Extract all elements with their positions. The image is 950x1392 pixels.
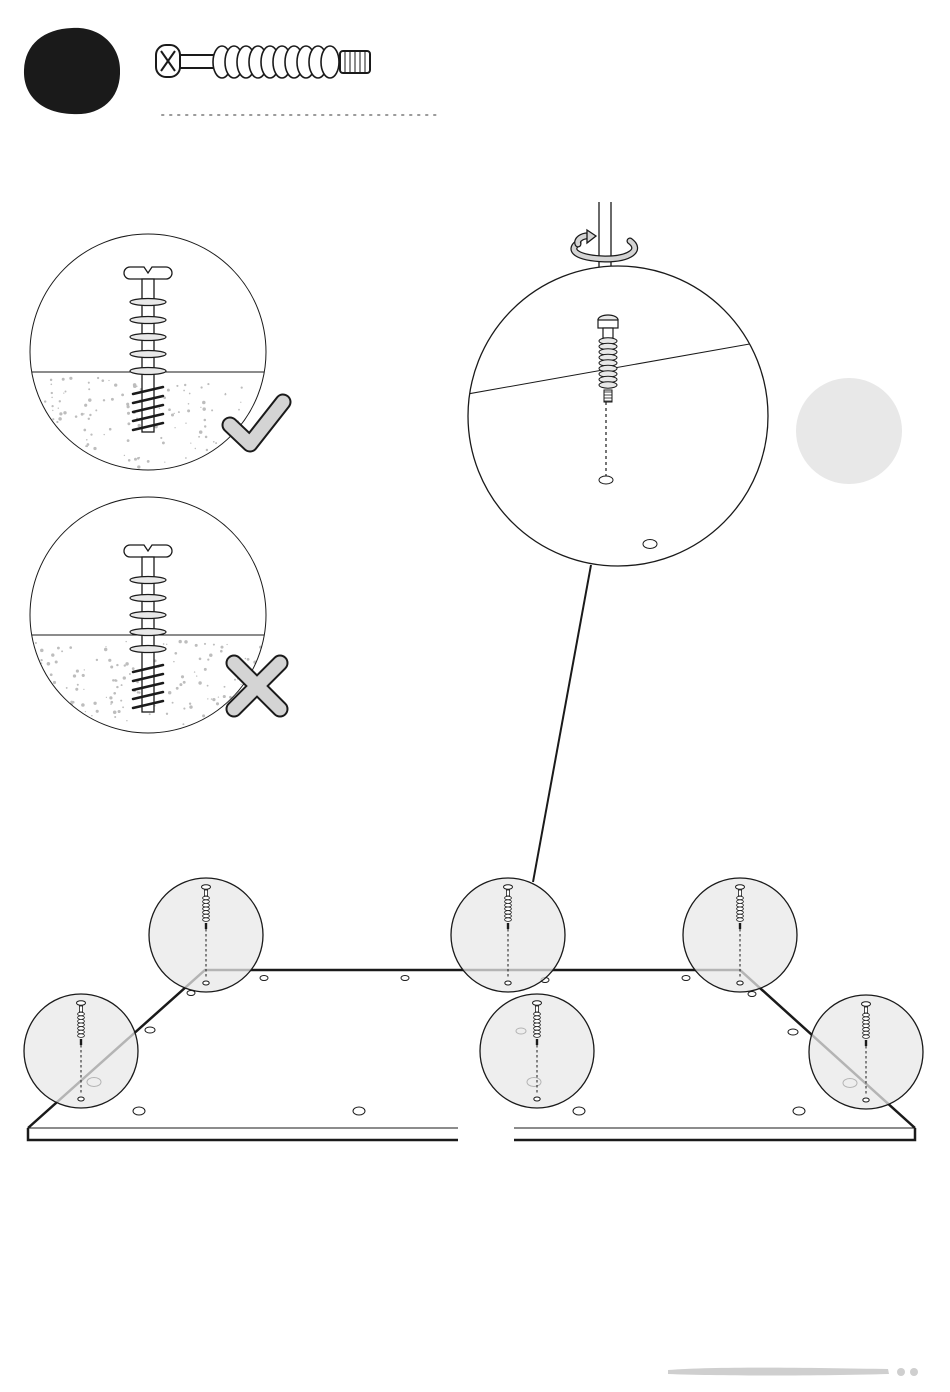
zoom-detail-circle	[462, 266, 772, 566]
panel-board	[28, 970, 915, 1140]
screw-position-detail	[451, 878, 565, 992]
panel-hole	[793, 1107, 805, 1115]
screw-position-detail	[149, 878, 263, 992]
page-indicator	[668, 1368, 918, 1376]
screw-position-detail	[683, 878, 797, 992]
panel-hole	[133, 1107, 145, 1115]
step-number-badge	[24, 28, 120, 114]
panel-hole	[788, 1029, 798, 1035]
panel-hole	[748, 992, 756, 997]
screw-position-detail	[809, 995, 923, 1109]
panel-hole	[260, 976, 268, 981]
screw-position-detail	[480, 994, 594, 1108]
pilot-hole	[599, 476, 613, 484]
panel-hole	[353, 1107, 365, 1115]
panel-hole	[401, 976, 409, 981]
grey-marker-circle	[796, 378, 902, 484]
panel-hole	[145, 1027, 155, 1033]
cam-dowel-screw-icon	[156, 45, 370, 78]
pilot-hole	[643, 540, 657, 549]
panel-hole	[573, 1107, 585, 1115]
zoom-leader-line	[533, 565, 591, 882]
screw-position-detail	[24, 994, 138, 1108]
panel-hole	[682, 976, 690, 981]
